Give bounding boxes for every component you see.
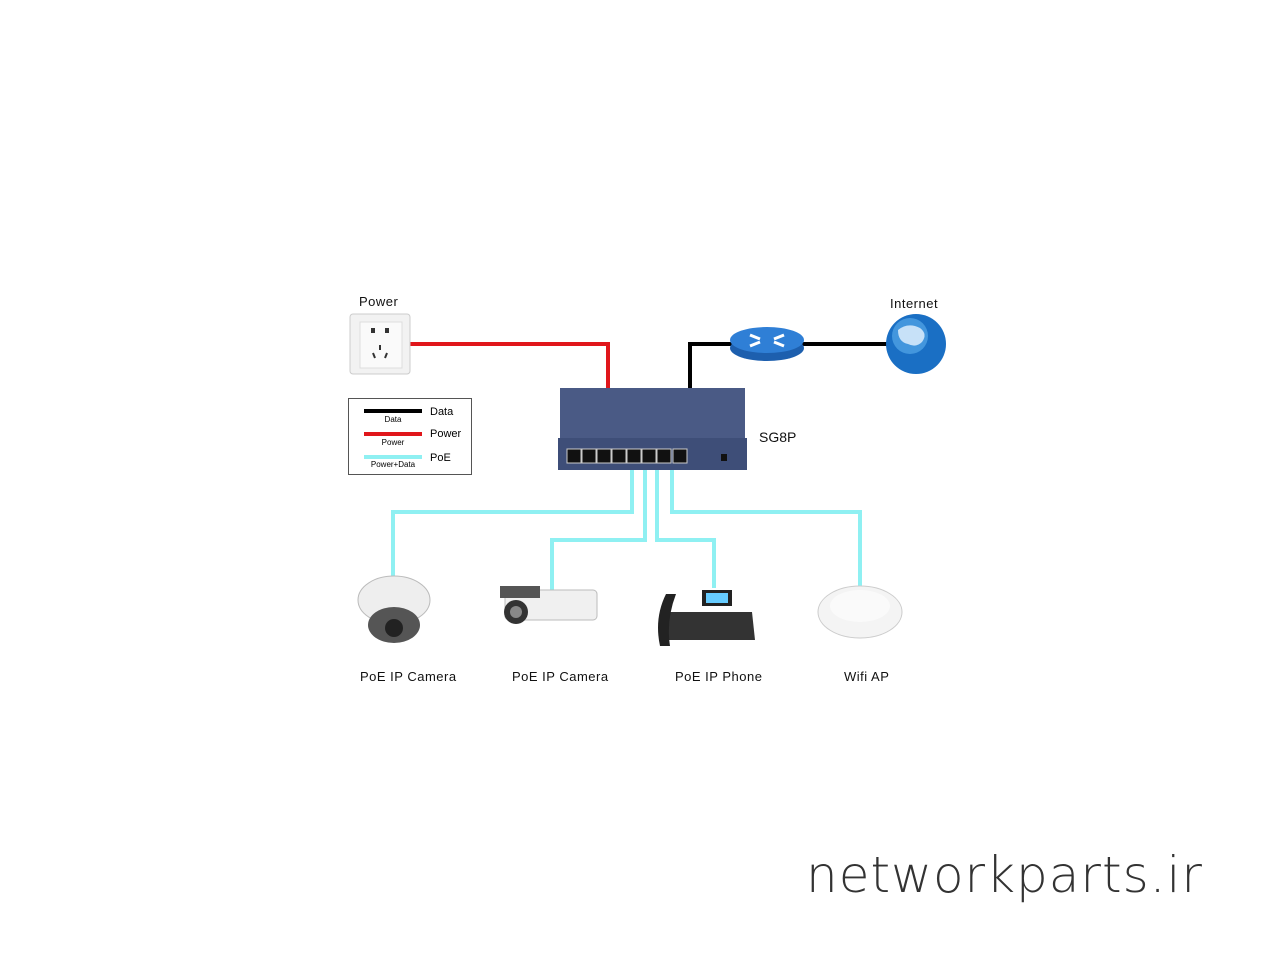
wifi-ap-icon: [817, 585, 903, 639]
legend-poe-sub: Power+Data: [370, 460, 416, 469]
poe-cables: [391, 470, 862, 590]
legend-data-swatch: [364, 409, 422, 413]
router-icon: [730, 327, 804, 361]
legend-data-sub: Data: [384, 415, 402, 424]
switch-model-label: SG8P: [759, 429, 797, 445]
legend-power-swatch: [364, 432, 422, 436]
poe-switch-sg8p: [558, 388, 747, 470]
device-label-camera-1: PoE IP Camera: [360, 669, 457, 684]
bullet-camera-icon: [500, 586, 598, 624]
legend-poe-swatch: [364, 455, 422, 459]
device-label-camera-2: PoE IP Camera: [512, 669, 609, 684]
data-cable-switch-router: [688, 342, 732, 390]
watermark: networkparts.ir: [806, 846, 1203, 904]
internet-label: Internet: [890, 296, 939, 311]
legend-power-name: Power: [430, 428, 462, 440]
dome-camera-icon: [357, 575, 431, 643]
legend-power-sub: Power: [381, 438, 405, 447]
device-label-phone: PoE IP Phone: [675, 669, 763, 684]
ip-phone-icon: [658, 590, 755, 646]
globe-icon: [886, 314, 946, 374]
legend: Data Data Power Power Power+Data PoE: [348, 398, 472, 475]
legend-poe-name: PoE: [430, 452, 451, 464]
power-cable: [410, 342, 610, 390]
poe-cable-4: [670, 470, 862, 590]
poe-cable-2: [550, 470, 647, 590]
legend-data-name: Data: [430, 406, 454, 418]
device-label-wifi-ap: Wifi AP: [844, 669, 890, 684]
poe-cable-1: [391, 470, 634, 580]
ethernet-ports: [566, 448, 688, 464]
power-label: Power: [359, 294, 399, 309]
poe-cable-3: [655, 470, 716, 588]
wall-outlet-icon: [349, 313, 411, 375]
